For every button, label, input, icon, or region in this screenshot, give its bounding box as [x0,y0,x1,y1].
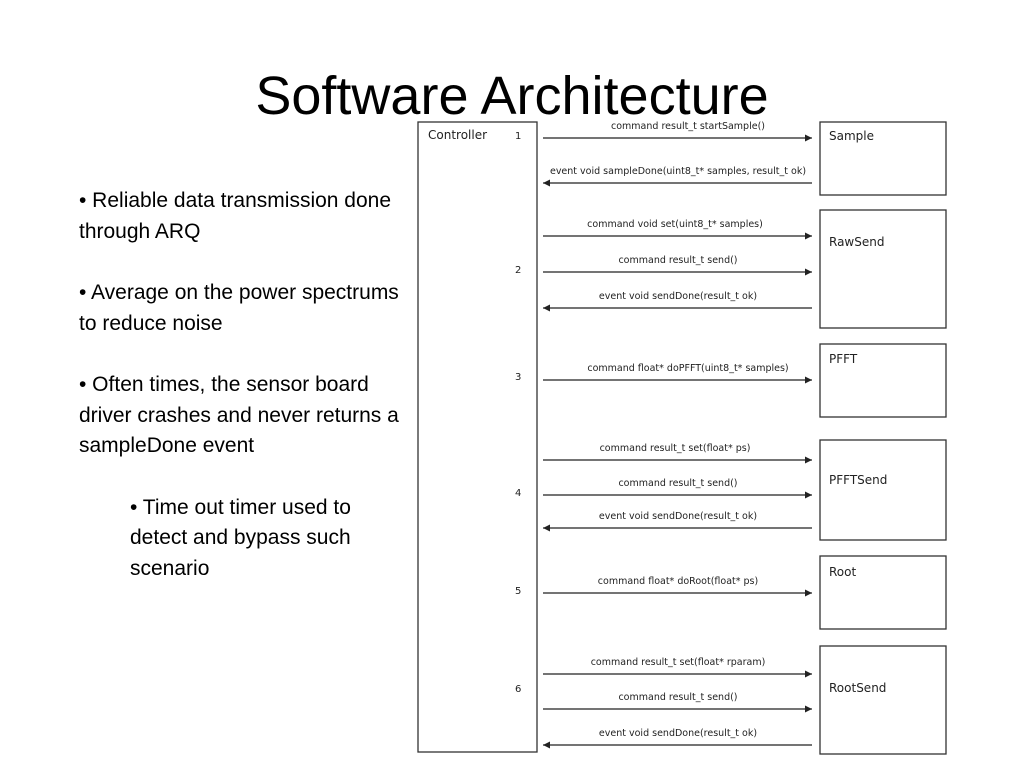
pfftsend-label: PFFTSend [829,473,887,487]
message-label: command float* doRoot(float* ps) [598,576,758,587]
message-arrow: command result_t send() [543,692,812,713]
rootsend-box [819,645,947,755]
message-label: command void set(uint8_t* samples) [587,219,763,230]
bullet-driver-crash: • Often times, the sensor board driver c… [79,373,399,457]
step-number: 5 [515,586,521,597]
message-label: command result_t set(float* rparam) [591,657,766,668]
pfft-box [819,343,947,418]
message-label: command result_t send() [618,692,737,703]
step-number: 3 [515,372,521,383]
message-arrow: command float* doRoot(float* ps) [543,576,812,597]
message-arrow: command result_t send() [543,255,812,276]
message-arrow: command result_t set(float* rparam) [543,657,812,678]
step-number: 2 [515,265,521,276]
message-label: command result_t send() [618,478,737,489]
sample-box [819,121,947,196]
root-label: Root [829,565,856,579]
message-label: command result_t send() [618,255,737,266]
message-arrow: command float* doPFFT(uint8_t* samples) [543,363,812,384]
bullet-arq: • Reliable data transmission done throug… [79,189,392,243]
step-number: 1 [515,131,521,142]
message-arrow: event void sendDone(result_t ok) [543,291,812,312]
message-label: event void sendDone(result_t ok) [599,511,757,522]
bullet-timeout-timer: • Time out timer used to detect and bypa… [130,495,351,580]
message-arrow: event void sendDone(result_t ok) [543,511,812,532]
rootsend-label: RootSend [829,681,886,695]
bullet-list: • Reliable data transmission done throug… [79,186,399,615]
pfftsend-box [819,439,947,541]
step-number: 4 [515,488,521,499]
sample-label: Sample [829,129,874,143]
message-label: command result_t set(float* ps) [600,443,751,454]
rawsend-box [819,209,947,329]
message-arrow: event void sendDone(result_t ok) [543,728,812,749]
rawsend-label: RawSend [829,235,884,249]
message-arrow: command result_t startSample() [543,121,812,142]
message-arrow: command result_t set(float* ps) [543,443,812,464]
message-label: command float* doPFFT(uint8_t* samples) [587,363,788,374]
controller-label: Controller [428,128,487,142]
message-arrow: command void set(uint8_t* samples) [543,219,812,240]
slide-title: Software Architecture [255,66,769,126]
message-label: event void sendDone(result_t ok) [599,291,757,302]
message-arrow: event void sampleDone(uint8_t* samples, … [543,166,812,187]
message-label: command result_t startSample() [611,121,765,132]
controller-box [417,121,538,753]
root-box [819,555,947,630]
message-arrow: command result_t send() [543,478,812,499]
pfft-label: PFFT [829,352,858,366]
message-label: event void sampleDone(uint8_t* samples, … [550,166,806,177]
message-label: event void sendDone(result_t ok) [599,728,757,739]
bullet-average: • Average on the power spectrums to redu… [79,281,399,335]
step-number: 6 [515,684,521,695]
